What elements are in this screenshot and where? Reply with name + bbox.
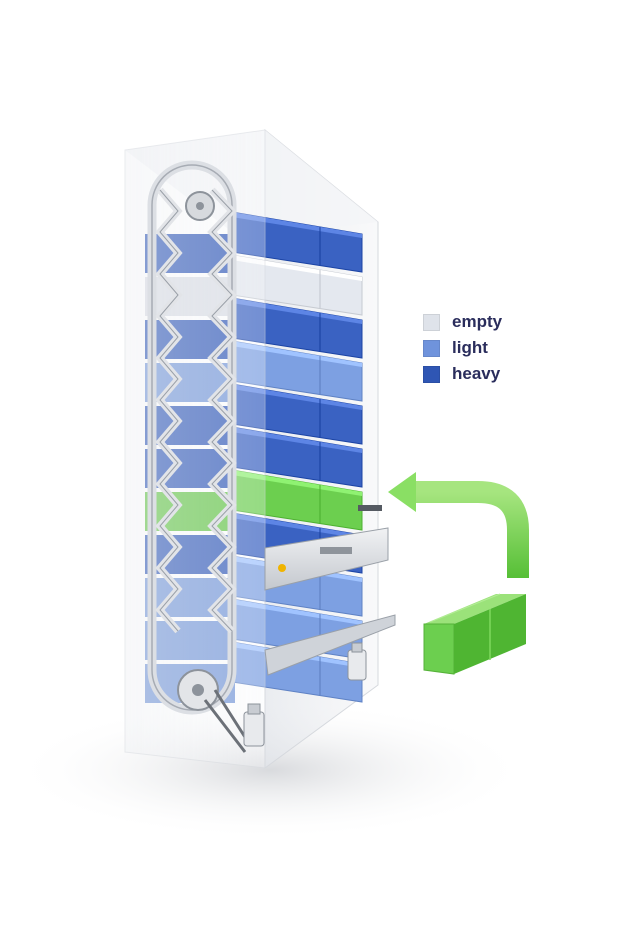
storing-arrow-icon <box>388 472 529 578</box>
legend-item-light: light <box>423 338 502 358</box>
access-shelf <box>264 614 396 676</box>
display-screen <box>320 547 352 554</box>
motor-left-icon <box>243 703 265 747</box>
status-light-icon <box>278 564 286 572</box>
legend-item-empty: empty <box>423 312 502 332</box>
brand-plate <box>358 505 382 511</box>
legend-label-heavy: heavy <box>452 364 501 383</box>
legend-swatch-light <box>423 339 440 357</box>
motor-right-icon <box>347 642 367 681</box>
lattice-columns <box>155 187 237 634</box>
operator-panel <box>264 505 389 591</box>
fill-level-legend: empty light heavy <box>423 312 502 384</box>
incoming-tray <box>423 593 526 675</box>
lattice-column-edge-1 <box>159 189 179 632</box>
legend-label-empty: empty <box>452 312 503 331</box>
legend-swatch-heavy <box>423 365 440 383</box>
lattice-column-edge-2 <box>211 189 233 632</box>
top-sprocket-icon <box>185 191 215 221</box>
legend-swatch-empty <box>423 313 440 331</box>
legend-label-light: light <box>452 338 488 357</box>
legend-item-heavy: heavy <box>423 364 502 384</box>
bottom-sprocket-icon <box>177 669 219 711</box>
